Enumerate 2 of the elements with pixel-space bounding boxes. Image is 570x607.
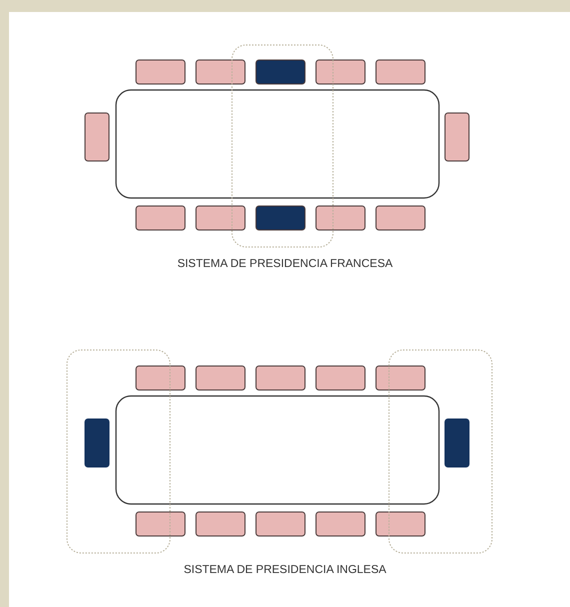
caption: SISTEMA DE PRESIDENCIA FRANCESA <box>177 258 393 270</box>
caption: SISTEMA DE PRESIDENCIA INGLESA <box>184 564 386 576</box>
